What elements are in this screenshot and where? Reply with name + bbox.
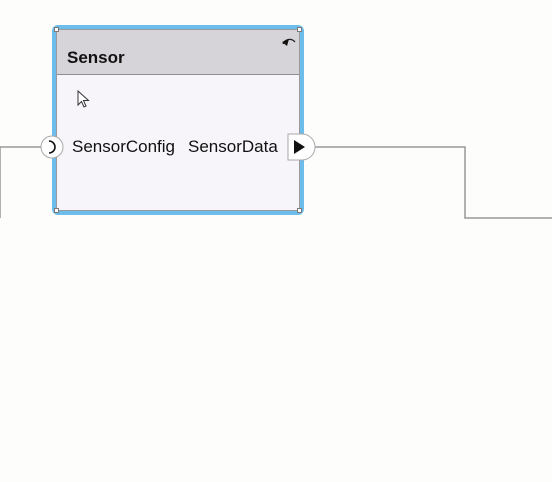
resize-handle-bottom-right[interactable] — [297, 208, 302, 213]
output-port-label: SensorData — [188, 137, 278, 156]
mouse-pointer-icon — [77, 90, 90, 108]
output-connection-line[interactable] — [314, 146, 552, 219]
resize-handle-bottom-left[interactable] — [54, 208, 59, 213]
sensor-component-block[interactable]: Sensor — [56, 29, 300, 211]
output-port-arrow-icon[interactable] — [286, 133, 316, 161]
resize-handle-top-left[interactable] — [54, 27, 59, 32]
block-title: Sensor — [67, 48, 125, 67]
input-port-label: SensorConfig — [72, 137, 176, 156]
block-header[interactable]: Sensor — [57, 30, 299, 75]
resize-handle-top-right[interactable] — [297, 27, 302, 32]
rotate-arrow-icon[interactable] — [280, 33, 298, 51]
input-connection-line[interactable] — [0, 146, 44, 218]
client-port-icon[interactable] — [40, 135, 64, 159]
